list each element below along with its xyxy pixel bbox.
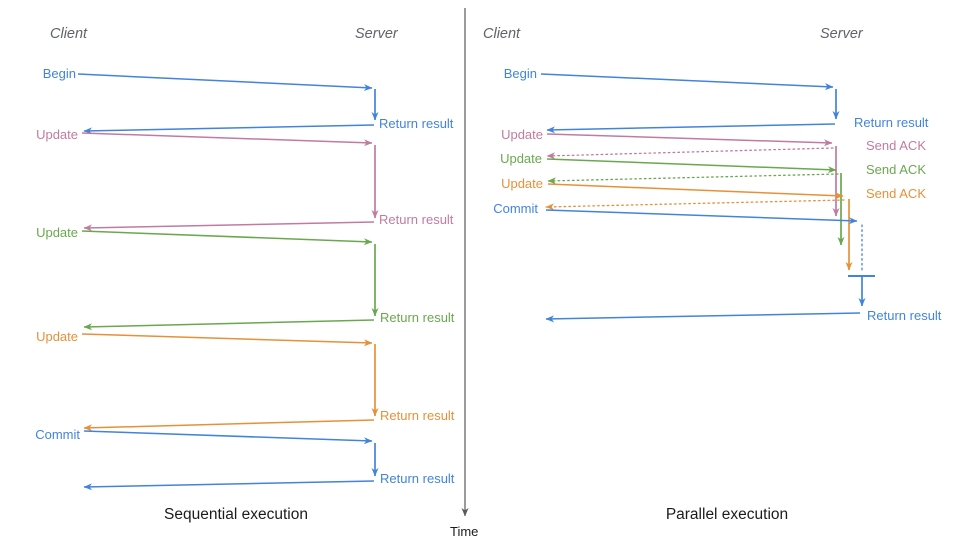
seq-commit-return-label: Return result — [380, 471, 455, 486]
seq-update2-return-line — [83, 319, 375, 331]
seq-update1-request-line — [81, 132, 373, 147]
seq-update2-request-line — [81, 230, 373, 246]
par-begin-label: Begin — [504, 66, 537, 81]
seq-begin-request-line — [77, 73, 373, 92]
par-begin-request-line — [540, 73, 834, 91]
par-server-header: Server — [820, 26, 864, 42]
seq-commit-return-line — [83, 480, 375, 491]
seq-update2-return-label: Return result — [380, 310, 455, 325]
seq-client-header: Client — [50, 26, 88, 42]
par-update2-ack-line — [547, 173, 839, 185]
seq-commit-request-line — [83, 430, 373, 445]
par-update1-ack-line — [546, 147, 834, 160]
par-commit-return-line — [545, 312, 861, 323]
par-update3-ack-label: Send ACK — [866, 186, 926, 201]
par-update1-request-line — [546, 133, 833, 147]
seq-begin-return-line — [83, 124, 375, 135]
par-update2-label: Update — [500, 151, 542, 166]
seq-begin-return-label: Return result — [379, 116, 454, 131]
par-update1-ack-label: Send ACK — [866, 138, 926, 153]
time-axis-label: Time — [450, 524, 478, 539]
seq-update1-return-label: Return result — [379, 212, 454, 227]
par-update3-ack-line — [545, 199, 845, 211]
par-commit-label: Commit — [493, 201, 538, 216]
seq-update3-return-line — [83, 419, 375, 432]
seq-server-header: Server — [355, 26, 399, 42]
par-update2-request-line — [546, 158, 837, 174]
par-update2-ack-label: Send ACK — [866, 162, 926, 177]
seq-update2-label: Update — [36, 225, 78, 240]
par-begin-return-label: Return result — [854, 115, 929, 130]
par-commit-request-line — [545, 209, 858, 225]
seq-begin-label: Begin — [43, 66, 76, 81]
seq-update1-return-line — [83, 221, 375, 232]
par-update1-label: Update — [501, 127, 543, 142]
seq-update3-return-label: Return result — [380, 408, 455, 423]
seq-update1-label: Update — [36, 127, 78, 142]
par-caption: Parallel execution — [666, 506, 788, 523]
par-client-header: Client — [483, 26, 521, 42]
seq-update3-label: Update — [36, 329, 78, 344]
par-begin-return-line — [546, 123, 836, 134]
par-update3-label: Update — [501, 176, 543, 191]
par-update3-request-line — [547, 183, 844, 200]
par-commit-return-label: Return result — [867, 308, 942, 323]
seq-update3-request-line — [81, 333, 373, 347]
seq-commit-label: Commit — [35, 427, 80, 442]
seq-caption: Sequential execution — [164, 506, 308, 523]
